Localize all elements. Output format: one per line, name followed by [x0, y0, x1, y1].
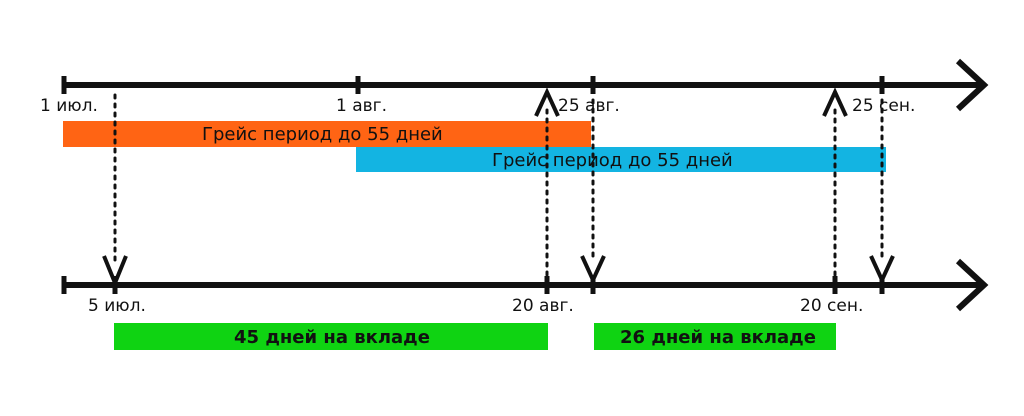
grace-periods: Грейс период до 55 дней Грейс период до …	[63, 121, 886, 172]
deposit-periods: 45 дней на вкладе 26 дней на вкладе	[114, 323, 836, 350]
deposit-bar-2-label: 26 дней на вкладе	[620, 327, 816, 348]
bottom-timeline: 5 июл. 20 авг. 20 сен.	[61, 258, 989, 316]
grace-bar-1-label: Грейс период до 55 дней	[202, 124, 443, 145]
deposit-bar-2	[594, 323, 836, 350]
top-tick-label-sep25: 25 сен.	[852, 96, 915, 116]
top-axis-arrowhead	[955, 58, 989, 112]
bottom-tick-label-jul5: 5 июл.	[88, 296, 146, 316]
bottom-axis-arrowhead	[955, 258, 989, 312]
arrow-up-sep20-head	[822, 87, 848, 117]
bottom-tick-label-aug20: 20 авг.	[512, 296, 574, 316]
top-tick-label-aug25: 25 авг.	[558, 96, 620, 116]
grace-bar-2-label: Грейс период до 55 дней	[492, 150, 733, 171]
top-tick-label-jul1: 1 июл.	[40, 96, 98, 116]
deposit-bar-1	[114, 323, 548, 350]
arrow-up-aug20-head	[534, 87, 560, 117]
grace-bar-1	[63, 121, 591, 147]
top-tick-label-aug1: 1 авг.	[336, 96, 387, 116]
top-timeline: 1 июл. 1 авг. 25 авг. 25 сен.	[40, 58, 989, 116]
connector-arrows	[102, 87, 895, 289]
deposit-bar-1-label: 45 дней на вкладе	[234, 327, 430, 348]
bottom-tick-label-sep20: 20 сен.	[800, 296, 863, 316]
grace-bar-2	[356, 147, 886, 172]
